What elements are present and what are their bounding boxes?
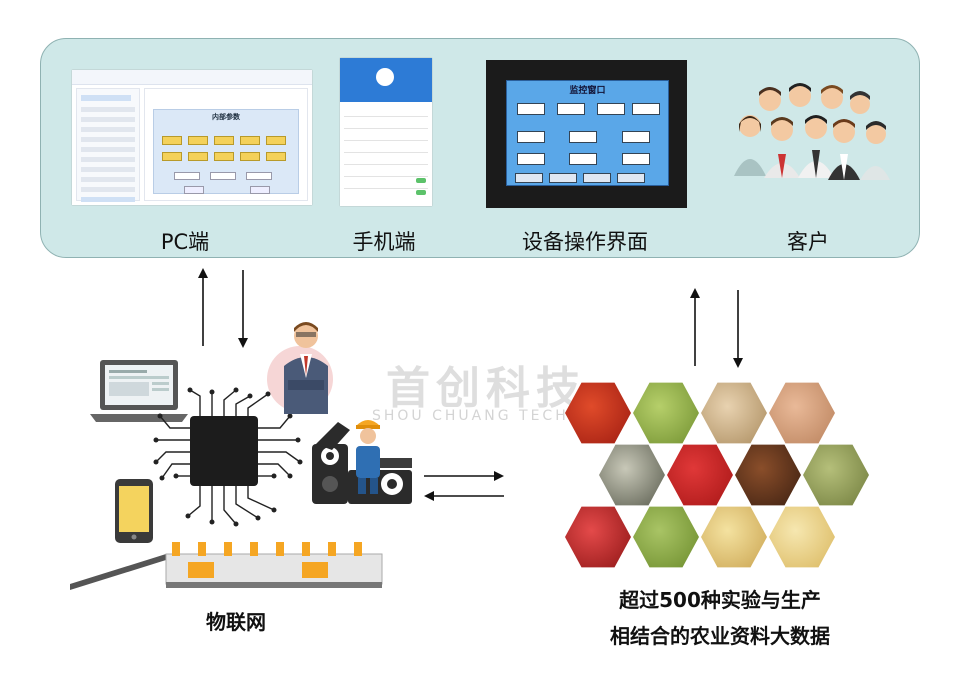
microchip-icon bbox=[153, 387, 303, 527]
mobile-app-screenshot bbox=[340, 58, 432, 206]
pc-dashboard-screenshot: 内部参数 bbox=[72, 70, 312, 205]
hex-star-anise bbox=[735, 444, 801, 506]
label-pc: PC端 bbox=[160, 230, 210, 254]
hex-dried-fruit bbox=[769, 506, 835, 568]
arrow-left-mid bbox=[424, 491, 504, 501]
data-caption-line2: 相结合的农业资料大数据 bbox=[610, 624, 830, 648]
pc-main-area: 内部参数 bbox=[144, 88, 308, 201]
arrow-up-left bbox=[198, 268, 208, 346]
pc-topbar bbox=[72, 70, 312, 85]
hex-dried-roots bbox=[769, 382, 835, 444]
label-device: 设备操作界面 bbox=[522, 230, 648, 254]
hex-green-powder bbox=[633, 506, 699, 568]
pc-inner-title: 内部参数 bbox=[212, 113, 240, 121]
pc-sidebar bbox=[76, 88, 140, 202]
mobile-logo-icon bbox=[376, 68, 394, 86]
businessman-icon bbox=[284, 322, 328, 414]
iot-label: 物联网 bbox=[206, 610, 266, 634]
mobile-header bbox=[340, 58, 432, 102]
arrow-down-left bbox=[238, 270, 248, 348]
arrow-up-right bbox=[690, 288, 700, 366]
hex-dry-herbs bbox=[599, 444, 665, 506]
hex-lemon-slices bbox=[701, 506, 767, 568]
device-hmi-screenshot: 监控窗口 bbox=[486, 60, 687, 208]
watermark-cn: 首创科技 bbox=[386, 363, 586, 414]
worker-icon bbox=[356, 420, 380, 494]
arrow-down-right bbox=[733, 290, 743, 368]
hex-red-powder bbox=[667, 444, 733, 506]
hex-red-chili bbox=[565, 382, 631, 444]
hex-root-slices bbox=[701, 382, 767, 444]
data-caption-line1: 超过500种实验与生产 bbox=[619, 588, 821, 612]
label-mobile: 手机端 bbox=[352, 230, 416, 254]
arrow-right-mid bbox=[424, 471, 504, 481]
hex-red-dates bbox=[565, 506, 631, 568]
hex-green-pellets bbox=[633, 382, 699, 444]
hex-green-herb bbox=[803, 444, 869, 506]
watermark-en: SHOU CHUANG TECH bbox=[372, 408, 569, 424]
pc-inner-params: 内部参数 bbox=[153, 109, 299, 194]
people-group-icon bbox=[734, 83, 890, 180]
production-line-icon bbox=[70, 542, 383, 590]
smartphone-icon bbox=[115, 479, 153, 543]
label-customer: 客户 bbox=[787, 230, 829, 254]
industrial-robot-icon bbox=[312, 422, 412, 504]
device-hmi-title: 监控窗口 bbox=[569, 86, 606, 96]
device-hmi-screen: 监控窗口 bbox=[506, 80, 669, 186]
